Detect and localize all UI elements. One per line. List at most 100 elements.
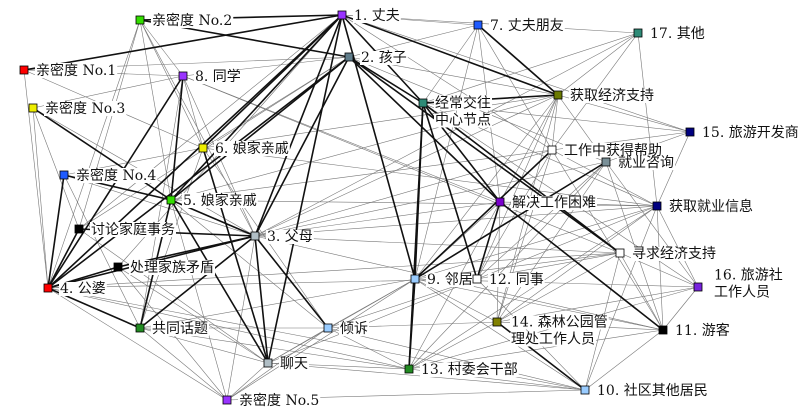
edge-workhelp-n12	[476, 149, 553, 280]
node-marker[interactable]	[492, 317, 502, 327]
node-workhelp[interactable]: 工作中获得帮助	[547, 142, 663, 159]
edge-n3-topic	[139, 235, 256, 329]
node-label: 8. 同学	[195, 69, 241, 85]
node-marker[interactable]	[344, 52, 354, 62]
edge-econ1-worktrouble	[499, 94, 559, 203]
label-background	[596, 384, 709, 398]
node-n15[interactable]: 15. 旅游开发商	[685, 125, 800, 141]
node-marker[interactable]	[222, 395, 232, 405]
label-background	[674, 323, 731, 338]
node-marker[interactable]	[601, 157, 611, 167]
node-chat[interactable]: 聊天	[263, 356, 309, 372]
node-n5[interactable]: 5. 娘家亲戚	[166, 192, 258, 209]
node-marker[interactable]	[74, 224, 84, 234]
label-background	[631, 247, 717, 261]
node-marker[interactable]	[652, 201, 662, 211]
node-marker[interactable]	[472, 274, 482, 284]
edge-n11-n13	[408, 329, 664, 370]
node-marker[interactable]	[113, 262, 123, 272]
node-n17[interactable]: 17. 其他	[633, 26, 706, 42]
node-marker[interactable]	[580, 385, 590, 395]
label-background	[510, 315, 609, 330]
node-marker[interactable]	[404, 364, 414, 374]
node-marker[interactable]	[410, 274, 420, 284]
node-n8[interactable]: 8. 同学	[178, 69, 242, 85]
edge-n7-hub	[422, 24, 479, 104]
node-n10[interactable]: 10. 社区其他居民	[580, 383, 709, 399]
edge-n1-n6	[202, 14, 343, 149]
edge-c4-n3	[63, 174, 256, 237]
node-topic[interactable]: 共同话题	[135, 321, 209, 337]
node-family[interactable]: 讨论家庭事务	[74, 221, 176, 238]
edge-n3-confide	[254, 235, 329, 329]
node-jobinfo[interactable]: 获取就业信息	[652, 198, 754, 215]
node-marker[interactable]	[337, 10, 347, 20]
node-marker[interactable]	[473, 20, 483, 30]
edge-n1-n4	[47, 14, 343, 289]
label-background	[510, 332, 596, 347]
node-marker[interactable]	[658, 325, 668, 335]
node-c3[interactable]: 亲密度 No.3	[28, 100, 127, 117]
node-marker[interactable]	[263, 358, 273, 368]
edge-n1-n15	[341, 14, 691, 133]
node-confide[interactable]: 倾诉	[323, 321, 369, 337]
node-marker[interactable]	[615, 248, 625, 258]
node-marker[interactable]	[198, 143, 208, 153]
node-marker[interactable]	[323, 323, 333, 333]
node-label: 获取经济支持	[570, 88, 654, 104]
edge-n13-n9	[408, 278, 416, 370]
node-c1[interactable]: 亲密度 No.1	[19, 62, 118, 79]
edge-jobinfo-n9	[414, 205, 658, 280]
node-n6[interactable]: 6. 娘家亲戚	[198, 140, 290, 157]
node-worktrouble[interactable]: 解决工作困难	[495, 195, 597, 211]
edge-jobinfo-n3	[254, 205, 658, 237]
node-n13[interactable]: 13. 村委会干部	[404, 362, 519, 378]
node-marker[interactable]	[178, 71, 188, 81]
node-marker[interactable]	[553, 90, 563, 100]
edge-econ1-n7	[477, 24, 559, 96]
edge-n16-n11	[662, 286, 699, 331]
node-marker[interactable]	[135, 15, 145, 25]
node-n11[interactable]: 11. 游客	[658, 322, 731, 339]
label-background	[339, 322, 369, 336]
node-marker[interactable]	[685, 127, 695, 137]
node-jobconsult[interactable]: 就业咨询	[601, 155, 675, 171]
node-marker[interactable]	[43, 283, 53, 293]
node-n3[interactable]: 3. 父母	[250, 229, 314, 245]
edge-c3-family	[32, 107, 80, 230]
node-marker[interactable]	[19, 65, 29, 75]
edge-c2-n8	[139, 19, 184, 77]
node-marker[interactable]	[495, 197, 505, 207]
node-label: 17. 其他	[650, 26, 705, 42]
node-n7[interactable]: 7. 丈夫朋友	[473, 18, 565, 34]
node-marker[interactable]	[547, 145, 557, 155]
node-marker[interactable]	[693, 282, 703, 292]
node-n2[interactable]: 2. 孩子	[344, 50, 408, 66]
node-econ2[interactable]: 寻求经济支持	[615, 246, 717, 262]
node-econ1[interactable]: 获取经济支持	[553, 88, 655, 104]
node-marker[interactable]	[418, 98, 428, 108]
node-n1[interactable]: 1. 丈夫	[337, 8, 401, 24]
node-marker[interactable]	[28, 103, 38, 113]
node-marker[interactable]	[166, 195, 176, 205]
node-c5[interactable]: 亲密度 No.5	[222, 392, 321, 409]
edge-n1-n3	[254, 14, 343, 237]
node-n9[interactable]: 9. 邻居	[410, 272, 474, 288]
node-marker[interactable]	[633, 28, 643, 38]
node-layer: 1. 丈夫 2. 孩子 3. 父母 4. 公婆 5. 娘家亲戚 6. 娘家亲戚 7. 丈夫朋…	[19, 8, 800, 409]
edge-n6-chat	[202, 147, 269, 364]
node-c2[interactable]: 亲密度 No.2	[135, 12, 234, 29]
label-background	[238, 393, 321, 408]
node-c4[interactable]: 亲密度 No.4	[59, 167, 158, 184]
node-n4[interactable]: 4. 公婆	[43, 281, 107, 297]
node-conflict[interactable]: 处理家族矛盾	[113, 259, 215, 276]
node-marker[interactable]	[250, 231, 260, 241]
node-marker[interactable]	[135, 323, 145, 333]
label-background	[563, 143, 663, 158]
node-n12[interactable]: 12. 同事	[472, 272, 545, 288]
node-marker[interactable]	[59, 170, 69, 180]
edge-n7-n9	[414, 24, 479, 280]
